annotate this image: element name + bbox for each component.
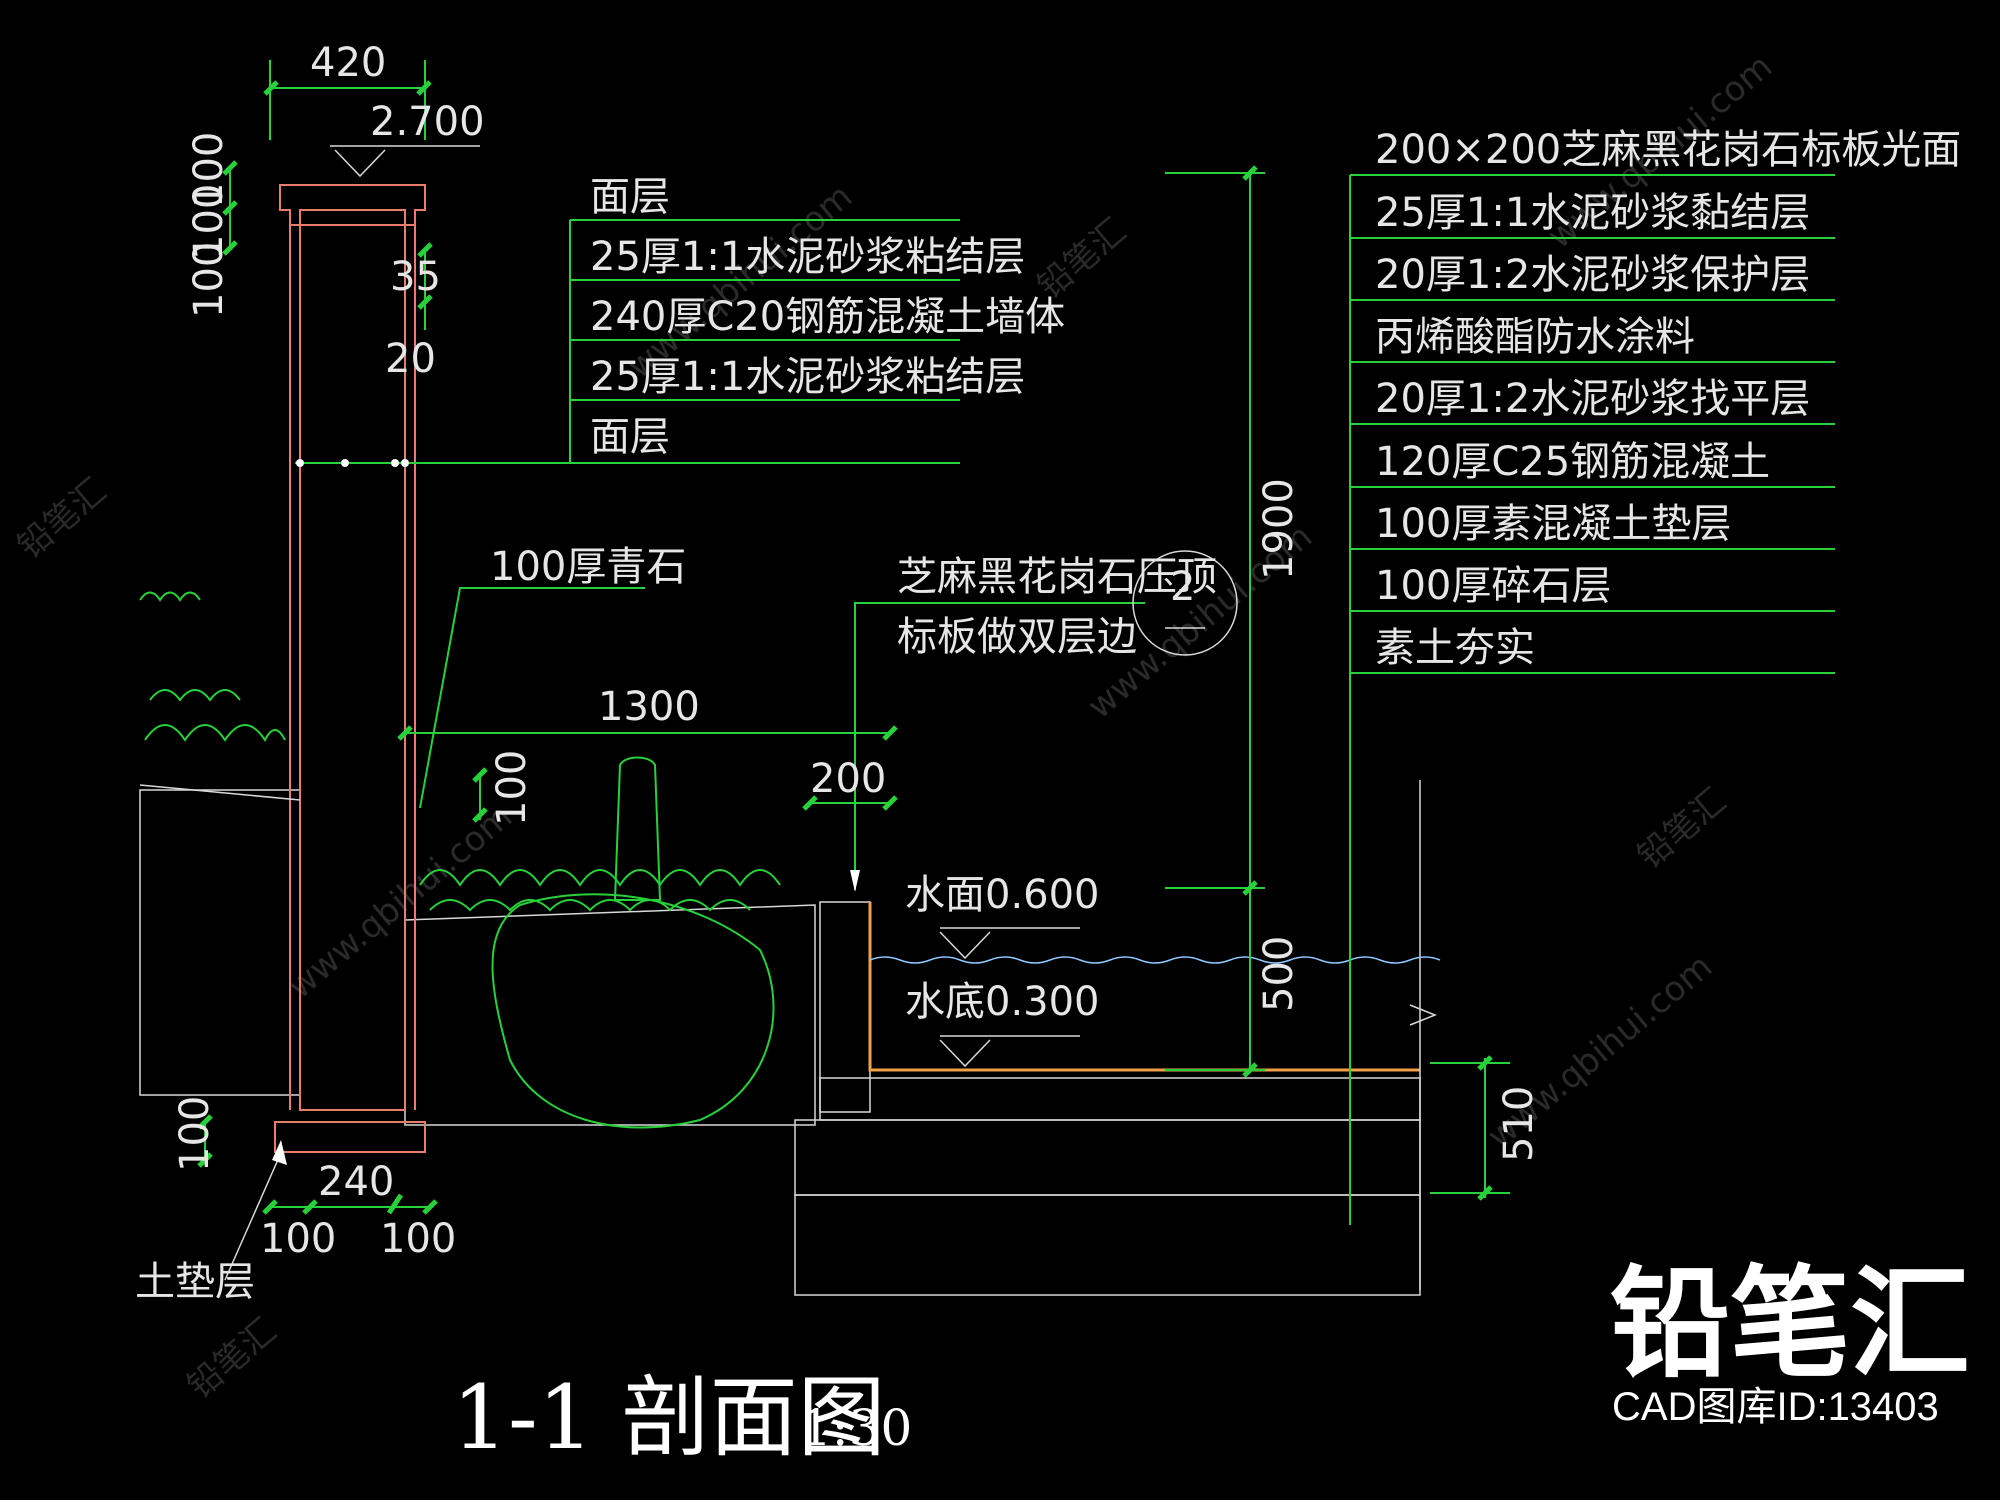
level-water-surface: 水面0.600: [905, 872, 1100, 918]
coping-note-1: 芝麻黑花岗石压顶: [897, 554, 1217, 600]
wall-footing: [274, 1121, 426, 1153]
pool-slab-gravel: [794, 1119, 1421, 1196]
dim-coping-200: 200: [810, 756, 886, 802]
pool-edge-wall: [819, 901, 871, 1113]
wall-label: 面层: [590, 414, 670, 460]
shrub-left: [144, 724, 286, 742]
dim-cap-b: 100: [186, 184, 232, 260]
pool-label: 20厚1:2水泥砂浆找平层: [1375, 376, 1810, 422]
title-scale: 1:30: [800, 1399, 912, 1457]
watermark-text: 铅笔汇: [180, 1311, 284, 1407]
wall-label: 240厚C20钢筋混凝土墙体: [590, 294, 1065, 340]
dim-wall-top-width: 420: [310, 40, 386, 86]
dim-cap-c: 100: [186, 242, 232, 318]
watermark-text: 铅笔汇: [1030, 211, 1134, 307]
dim-water-500: 500: [1256, 936, 1302, 1012]
wall-body: [299, 209, 406, 1111]
detail-bubble: [1132, 550, 1238, 656]
pool-label: 200×200芝麻黑花岗石标板光面: [1375, 127, 1961, 173]
dim-offset-20: 20: [385, 336, 436, 382]
pool-label: 100厚素混凝土垫层: [1375, 501, 1731, 547]
left-soil: [139, 789, 301, 1096]
dim-footing-right: 100: [380, 1216, 456, 1262]
planting: [139, 591, 781, 1129]
shrub-left-2: [149, 689, 241, 702]
level-water-bottom: 水底0.300: [905, 979, 1100, 1025]
dim-cap-a: 100: [186, 132, 232, 208]
pool-compacted-soil: [794, 1194, 1421, 1296]
shrub-right: [419, 869, 781, 887]
shrub-right-2: [429, 899, 751, 912]
wall-label: 25厚1:1水泥砂浆粘结层: [590, 234, 1025, 280]
pool-label: 20厚1:2水泥砂浆保护层: [1375, 252, 1810, 298]
planter-soil: [404, 904, 816, 1126]
wall-label: 25厚1:1水泥砂浆粘结层: [590, 354, 1025, 400]
pool-floor-slab: [819, 1077, 1421, 1121]
dim-footing-100: 100: [172, 1096, 218, 1172]
pool-label: 丙烯酸酯防水涂料: [1375, 314, 1695, 360]
dim-stone-100: 100: [489, 750, 535, 826]
coping-note-2: 标板做双层边: [897, 614, 1137, 660]
pool-label: 100厚碎石层: [1375, 563, 1611, 609]
wall-layer-labels: 面层 25厚1:1水泥砂浆粘结层 240厚C20钢筋混凝土墙体 25厚1:1水泥…: [590, 174, 1065, 460]
pool-label: 120厚C25钢筋混凝土: [1375, 439, 1770, 485]
wall-label: 面层: [590, 174, 670, 220]
wall-cap: [279, 184, 426, 226]
watermark-text: 铅笔汇: [1630, 781, 1734, 877]
dimension-lines: [197, 60, 1835, 1281]
dim-planter-width: 1300: [598, 684, 700, 730]
pool-label: 25厚1:1水泥砂浆黏结层: [1375, 190, 1810, 236]
dim-footing-left: 100: [260, 1216, 336, 1262]
drawing-title: 1-1 剖面图 1:30: [452, 1366, 912, 1469]
detail-number: 2: [1170, 564, 1195, 610]
shrub-left-3: [139, 591, 201, 602]
pool-layer-labels: 200×200芝麻黑花岗石标板光面 25厚1:1水泥砂浆黏结层 20厚1:2水泥…: [1375, 127, 1961, 671]
dim-slab-510: 510: [1496, 1086, 1542, 1162]
brand-logo: 铅笔汇: [1610, 1255, 1970, 1394]
base-layer-note: 土垫层: [135, 1259, 255, 1305]
notes: 100厚青石 芝麻黑花岗石压顶 标板做双层边 土垫层 2: [135, 544, 1217, 1305]
dim-footing-240: 240: [318, 1159, 394, 1205]
stone-pillar: [613, 756, 662, 901]
level-marks: 2.700 水面0.600 水底0.300: [370, 99, 1100, 1025]
water-surface-line: [869, 956, 1441, 964]
pool-section: [819, 780, 1441, 1290]
dim-offset-35: 35: [390, 254, 441, 300]
title-main: 1-1 剖面图: [452, 1366, 886, 1469]
dim-height-1900: 1900: [1256, 478, 1302, 580]
level-top: 2.700: [370, 99, 485, 145]
brand-id: CAD图库ID:13403: [1612, 1385, 1939, 1429]
dimension-texts: 420 100 100 100 35 20 1300 200 100 1900 …: [172, 40, 1542, 1262]
pool-label: 素土夯实: [1375, 625, 1535, 671]
watermark-text: 铅笔汇: [10, 471, 114, 567]
retaining-wall: [274, 184, 426, 1153]
brand-block: 铅笔汇 CAD图库ID:13403: [1610, 1255, 1970, 1429]
stone-note: 100厚青石: [490, 544, 686, 590]
rock-outline: [491, 893, 775, 1129]
